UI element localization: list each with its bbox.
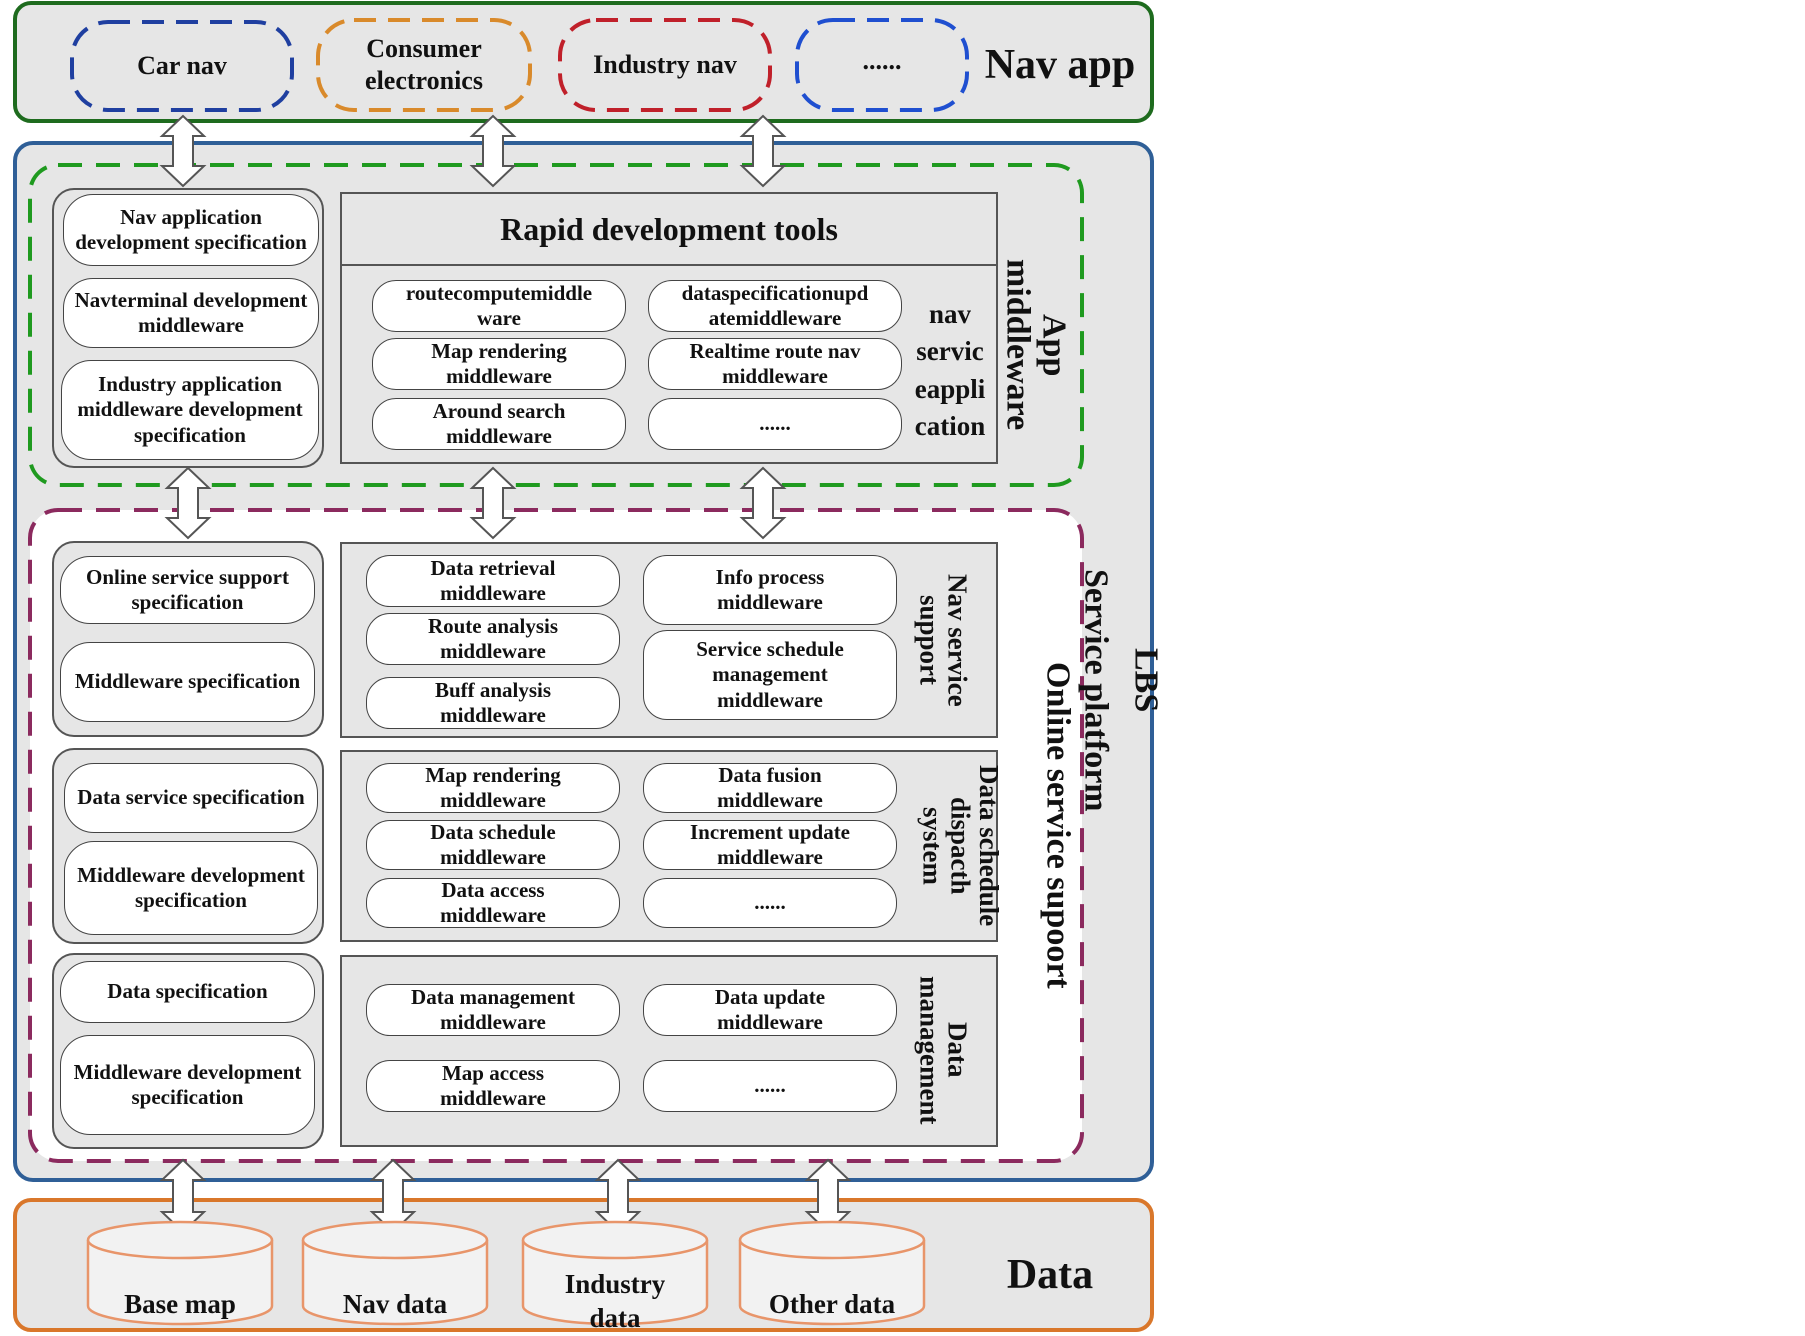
data-schedule-middleware: Data schedule middleware (366, 820, 620, 870)
routecompute-middleware: routecomputemiddle ware (372, 280, 626, 332)
car-nav-outline (70, 20, 294, 112)
lbs-title: LBS (1127, 647, 1165, 713)
nav-app-frame (13, 1, 1154, 123)
map-rendering-middleware: Map rendering middleware (372, 338, 626, 390)
more-nav-outline (795, 18, 969, 112)
industry-nav-label: Industry nav (593, 49, 737, 79)
arrow-app-online-1 (164, 466, 212, 540)
car-nav-label: Car nav (137, 50, 227, 80)
app-middleware-title: App middleware (999, 259, 1073, 431)
nav-app-dev-spec: Nav application development specificatio… (63, 194, 319, 266)
middleware-spec: Middleware specification (60, 642, 315, 722)
cylinders (86, 1220, 926, 1326)
industry-nav-outline (558, 18, 772, 112)
industry-app-middleware-spec: Industry application middleware developm… (61, 360, 319, 460)
data-fusion-middleware: Data fusion middleware (643, 763, 897, 813)
service-schedule-management-middleware: Service schedule management middleware (643, 630, 897, 720)
realtime-route-nav-middleware: Realtime route nav middleware (648, 338, 902, 390)
arrow-nav-app-2 (469, 114, 517, 188)
arrow-nav-app-3 (739, 114, 787, 188)
route-analysis-middleware: Route analysis middleware (366, 613, 620, 665)
data-management-middleware: Data management middleware (366, 984, 620, 1036)
rapid-tools-title: Rapid development tools (342, 194, 996, 266)
lbs-subtitle: Service platform (1077, 568, 1115, 812)
more-nav-label: ...... (862, 45, 902, 75)
data-service-spec: Data service specification (64, 763, 318, 833)
app-middleware-frame (28, 163, 1084, 487)
data-management-label: Data management (914, 975, 973, 1125)
cylinder-base-map (86, 1220, 274, 1326)
data-update-middleware: Data update middleware (643, 984, 897, 1036)
more-app-modules: ...... (648, 398, 902, 450)
buff-analysis-middleware: Buff analysis middleware (366, 677, 620, 729)
nav-data-label: Nav data (342, 1289, 448, 1319)
map-access-middleware: Map access middleware (366, 1060, 620, 1112)
map-rendering-middleware-2: Map rendering middleware (366, 763, 620, 813)
data-title: Data (1006, 1252, 1094, 1298)
cylinder-other-data (738, 1220, 926, 1326)
nav-app-title: Nav app (984, 42, 1136, 88)
arrow-app-online-3 (739, 466, 787, 540)
middleware-development-spec-2: Middleware development specification (60, 1035, 315, 1135)
data-access-middleware: Data access middleware (366, 878, 620, 928)
more-schedule-modules: ...... (643, 878, 897, 928)
more-management-modules: ...... (643, 1060, 897, 1112)
nav-service-application-label: nav servic eappli cation (914, 299, 986, 441)
arrow-nav-app-1 (159, 114, 207, 188)
dataspecification-update-middleware: dataspecificationupd atemiddleware (648, 280, 902, 332)
nav-service-support-label: Nav service support (914, 573, 973, 707)
cylinder-industry-data (521, 1220, 709, 1326)
cylinder-nav-data (301, 1220, 489, 1326)
industry-data-label: Industry data (564, 1269, 666, 1333)
info-process-middleware: Info process middleware (643, 555, 897, 625)
middleware-development-spec-1: Middleware development specification (64, 841, 318, 935)
data-retrieval-middleware: Data retrieval middleware (366, 555, 620, 607)
increment-update-middleware: Increment update middleware (643, 820, 897, 870)
arrow-app-online-2 (469, 466, 517, 540)
online-support-title: Online service supoort (1039, 661, 1077, 989)
around-search-middleware: Around search middleware (372, 398, 626, 450)
consumer-electronics-label: Consumer electronics (365, 33, 483, 96)
data-schedule-label: Data schedule dispacth system (917, 765, 1005, 927)
other-data-label: Other data (768, 1289, 896, 1319)
data-spec: Data specification (60, 961, 315, 1023)
navterminal-dev-middleware: Navterminal development middleware (63, 278, 319, 348)
base-map-label: Base map (124, 1289, 236, 1319)
online-service-support-spec: Online service support specification (60, 556, 315, 624)
consumer-electronics-outline (316, 18, 532, 112)
